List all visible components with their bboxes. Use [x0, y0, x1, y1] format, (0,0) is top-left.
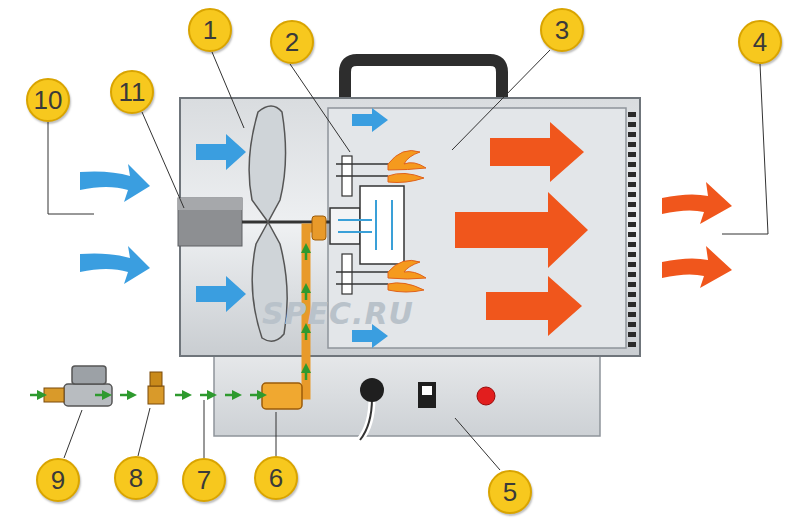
indicator-lamp: [477, 387, 495, 405]
callout-circle: 4: [738, 20, 782, 64]
callout-circle: 5: [488, 470, 532, 514]
switch-rocker: [422, 386, 432, 395]
callout-number: 3: [555, 17, 569, 43]
callout-number: 6: [269, 465, 283, 491]
callout-circle: 3: [540, 8, 584, 52]
base-box: [214, 354, 600, 436]
callout-circle: 1: [188, 8, 232, 52]
housing: [180, 98, 640, 356]
power-knob: [360, 378, 384, 402]
cable: [360, 398, 372, 440]
valve-body: [148, 386, 164, 404]
callout-number: 4: [753, 29, 767, 55]
switch: [418, 382, 436, 408]
hot-air-arrow: [455, 122, 732, 336]
callout-number: 11: [119, 79, 146, 105]
solenoid-valve: [262, 383, 302, 409]
nozzle-fitting: [312, 216, 326, 240]
callout-circle: 2: [270, 20, 314, 64]
callout-number: 5: [503, 479, 517, 505]
fan-blade: [249, 106, 285, 222]
callout-circle: 10: [26, 78, 70, 122]
grille: [628, 112, 636, 347]
callout-circle: 6: [254, 456, 298, 500]
callout-circle: 11: [110, 70, 154, 114]
handle: [345, 60, 502, 100]
motor-highlight: [178, 198, 242, 210]
regulator: [64, 384, 112, 406]
callout-circle: 9: [36, 458, 80, 502]
callout-number: 2: [285, 29, 299, 55]
watermark: SPEC.RU: [262, 296, 414, 331]
leader-line: [48, 50, 768, 470]
callout-number: 10: [34, 87, 63, 113]
flame: [388, 151, 426, 293]
valve-knob: [150, 372, 162, 386]
callout-circle: 8: [114, 456, 158, 500]
callout-number: 1: [203, 17, 217, 43]
callout-number: 8: [129, 465, 143, 491]
cable-outline: [360, 398, 372, 440]
callout-number: 9: [51, 467, 65, 493]
hose-nut: [44, 388, 64, 402]
callout-circle: 7: [182, 458, 226, 502]
regulator-cap: [72, 366, 106, 384]
motor: [178, 198, 242, 246]
callout-number: 7: [197, 467, 211, 493]
